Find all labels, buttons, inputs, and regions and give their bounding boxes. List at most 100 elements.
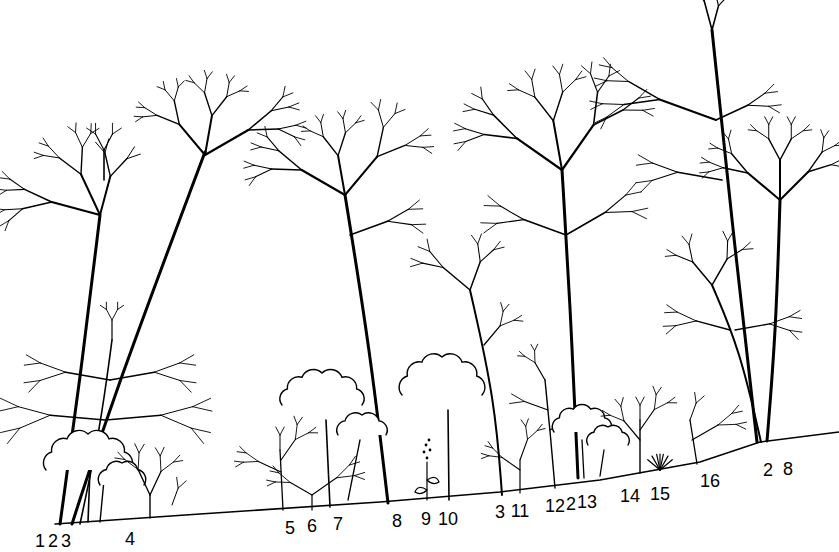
branch <box>244 165 254 168</box>
branch <box>751 125 757 131</box>
branch <box>494 115 517 138</box>
branch <box>408 208 422 210</box>
callout-number: 16 <box>700 472 720 490</box>
branch <box>610 415 624 421</box>
branch <box>145 108 157 116</box>
branch <box>704 1 712 30</box>
branch <box>710 143 718 148</box>
branch <box>0 208 4 209</box>
branch <box>602 103 624 105</box>
branch <box>769 117 773 125</box>
branch <box>531 344 535 350</box>
callout-number: 14 <box>620 487 640 505</box>
callout-number: 2 <box>48 532 58 550</box>
branch <box>652 163 677 172</box>
branch <box>100 176 110 215</box>
branch <box>271 107 289 111</box>
branch <box>667 250 676 256</box>
branch <box>125 460 138 470</box>
branch <box>267 482 275 486</box>
branch <box>283 86 285 97</box>
branch <box>769 324 789 330</box>
callout-number: 3 <box>61 532 71 550</box>
branch <box>789 330 798 339</box>
branch <box>607 80 629 82</box>
branch <box>240 90 249 92</box>
branch <box>174 101 179 124</box>
branch <box>657 454 660 470</box>
branch <box>423 147 432 153</box>
branch <box>803 129 812 131</box>
crown-fill <box>280 370 364 405</box>
branch <box>194 83 204 93</box>
branch <box>100 305 106 309</box>
flower-dot <box>428 439 431 442</box>
branch <box>96 134 104 150</box>
trunk <box>149 495 150 518</box>
branch <box>748 173 780 200</box>
branch <box>769 106 780 112</box>
branch <box>656 387 661 394</box>
branch <box>254 165 272 169</box>
branch <box>478 234 482 244</box>
branch <box>484 134 517 138</box>
branch <box>229 76 234 83</box>
flower-dot <box>426 457 429 460</box>
callout-number: 9 <box>421 510 431 528</box>
branch <box>0 210 4 216</box>
branch <box>48 146 59 158</box>
branch <box>709 168 724 172</box>
branch <box>309 427 316 432</box>
branch <box>18 407 50 416</box>
branch <box>636 181 652 183</box>
branch <box>4 208 22 210</box>
branch <box>388 209 409 221</box>
branch <box>172 488 178 505</box>
trunk <box>326 420 330 507</box>
branch <box>40 363 65 372</box>
branch <box>207 72 212 79</box>
branch <box>678 172 722 180</box>
branch <box>559 64 562 74</box>
branch <box>521 420 526 426</box>
branch <box>295 425 297 440</box>
trunk <box>582 440 584 478</box>
branch <box>180 381 191 393</box>
branch <box>768 124 769 138</box>
branch <box>636 163 652 165</box>
branch <box>472 94 483 99</box>
branch <box>488 196 500 206</box>
callout-number: 13 <box>577 493 597 511</box>
branch <box>251 147 261 150</box>
branch <box>297 417 302 424</box>
callout-number: 12 <box>545 497 565 515</box>
branch <box>624 99 660 104</box>
branch <box>605 195 626 212</box>
branch <box>178 481 186 488</box>
branch <box>118 452 125 459</box>
branch <box>91 128 99 133</box>
branch <box>337 476 355 478</box>
branch <box>248 129 278 130</box>
crown-fill <box>337 413 388 435</box>
branch <box>636 397 640 405</box>
branch <box>161 462 173 471</box>
branch <box>273 466 279 473</box>
branch <box>279 473 290 483</box>
branch <box>654 395 656 410</box>
branch <box>696 396 704 403</box>
branch <box>371 102 379 110</box>
branch <box>488 442 493 448</box>
vegetation <box>0 0 839 524</box>
branch <box>525 356 535 362</box>
branch <box>296 121 306 125</box>
branch <box>265 126 267 137</box>
branch <box>160 456 162 472</box>
branch <box>110 372 154 380</box>
branch <box>243 461 258 463</box>
branch <box>280 427 284 435</box>
branch <box>68 127 76 133</box>
branch <box>779 160 781 200</box>
branch <box>246 453 258 462</box>
branch <box>632 208 648 211</box>
